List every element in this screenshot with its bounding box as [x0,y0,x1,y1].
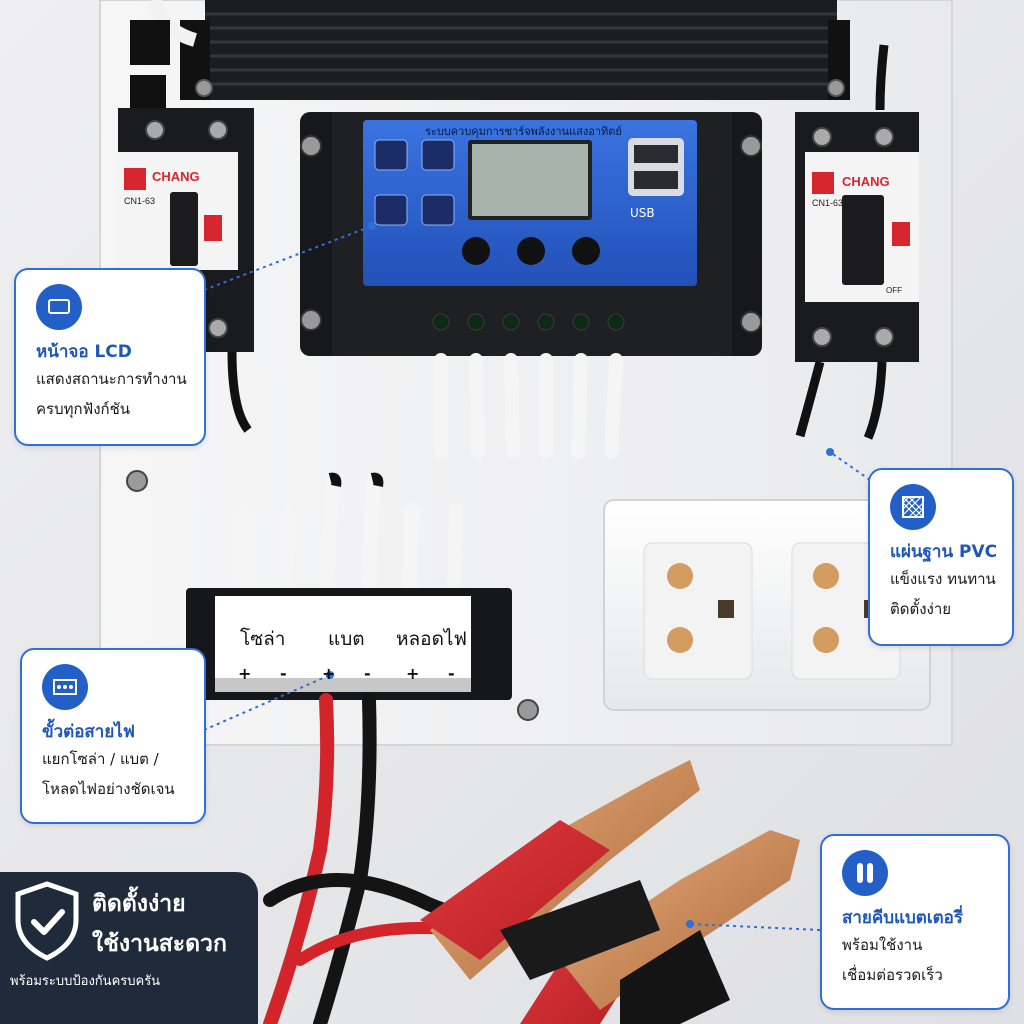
callout-pvc-line-1: แข็งแรง ทนทาน [890,570,996,588]
monitor-icon [36,284,82,330]
callout-clamps-line-1: พร้อมใช้งาน [842,936,923,954]
terminal-battery-minus: - [364,664,371,683]
right-breaker-model: CN1-63 [812,198,844,208]
grid-pattern-icon [890,484,936,530]
terminal-load-plus: + [406,664,420,683]
callout-terminal-title: ขั้วต่อสายไฟ [42,722,135,742]
callout-lcd: หน้าจอ LCD แสดงสถานะการทำงาน ครบทุกฟังก์… [14,268,206,446]
controller-panel-title: ระบบควบคุมการชาร์จพลังงานแสงอาทิตย์ [425,125,622,138]
callout-terminal-line-2: โหลดไฟอย่างชัดเจน [42,780,175,798]
callout-clamps: สายคีบแบตเตอรี่ พร้อมใช้งาน เชื่อมต่อรวด… [820,834,1010,1010]
callout-leaders [203,225,871,931]
terminal-battery-plus: + [322,664,336,683]
terminal-solar-minus: - [280,664,287,683]
promo-subline: พร้อมระบบป้องกันครบครัน [10,974,161,989]
terminal-block-icon [42,664,88,710]
right-breaker-brand: CHANG [842,174,890,189]
callout-terminal: ขั้วต่อสายไฟ แยกโซล่า / แบต / โหลดไฟอย่า… [20,648,206,824]
callout-lcd-line-1: แสดงสถานะการทำงาน [36,370,187,388]
battery-clamps [420,760,800,1024]
terminal-group-solar: โซล่า [240,628,286,650]
promo-headline-2: ใช้งานสะดวก [92,931,227,957]
terminal-load-minus: - [448,664,455,683]
callout-clamps-title: สายคีบแบตเตอรี่ [842,908,964,928]
callout-lcd-line-2: ครบทุกฟังก์ชัน [36,400,131,418]
inverter-heatsink [180,0,850,100]
left-breaker-brand: CHANG [152,169,200,184]
left-breaker-model: CN1-63 [124,196,156,206]
callout-pvc-line-2: ติดตั้งง่าย [890,600,952,618]
usb-label: USB [630,206,655,220]
promo-badge: ติดตั้งง่าย ใช้งานสะดวก พร้อมระบบป้องกัน… [0,872,258,1024]
callout-terminal-line-1: แยกโซล่า / แบต / [42,750,159,768]
charge-controller [300,112,762,356]
terminal-block [186,588,512,700]
right-breaker-off-label: OFF [886,286,902,295]
right-circuit-breaker [795,44,919,440]
callout-pvc-title: แผ่นฐาน PVC [890,542,998,562]
promo-headline-1: ติดตั้งง่าย [92,891,186,917]
controller-output-wires [434,353,623,459]
callout-clamps-line-2: เชื่อมต่อรวดเร็ว [842,966,943,984]
battery-cables [263,693,567,1024]
terminal-solar-plus: + [238,664,252,683]
callout-lcd-title: หน้าจอ LCD [36,342,132,362]
battery-clip-icon [842,850,888,896]
shield-check-icon [15,881,79,961]
double-power-socket [603,499,931,711]
callout-pvc: แผ่นฐาน PVC แข็งแรง ทนทาน ติดตั้งง่าย [868,468,1014,646]
terminal-group-load: หลอดไฟ [396,628,467,650]
terminal-group-battery: แบต [328,628,365,650]
